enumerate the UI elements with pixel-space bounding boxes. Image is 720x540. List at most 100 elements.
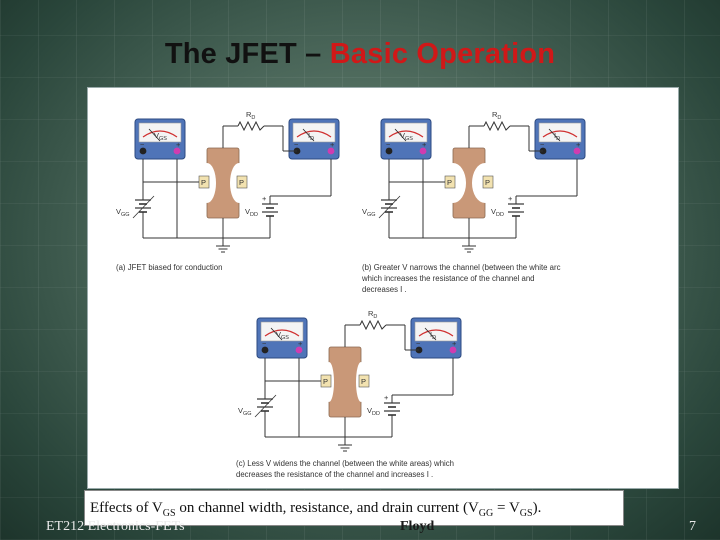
circuit-c-resistor-label: RD [368,309,377,320]
circuit-a-vgs-meter-terminal-pos [173,147,181,155]
circuit-a-id-meter-minus: − [294,140,299,149]
circuit-b-vdd-label: VDD [491,207,504,218]
caption-b-line-2: decreases I . [362,285,407,294]
circuit-c-resistor [359,319,387,331]
circuit-c-id-meter-label: ID [430,330,436,341]
circuit-b-vgs-meter-plus: + [422,140,427,149]
circuit-c-ground [338,444,352,452]
circuit-c-vgs-meter-scale [264,329,300,337]
footer-page-number: 7 [689,519,696,534]
circuit-c-id-meter-scale [418,329,454,337]
circuit-a-resistor-label: RD [246,110,255,121]
circuit-a-vgs-meter-plus: + [176,140,181,149]
circuit-c-vgs-meter-needle [270,327,283,341]
caption-sub2: GG [478,508,494,519]
circuit-b-vdd-battery [508,203,524,217]
circuit-a-jfet-gate-right [236,175,248,189]
circuit-b-vgg-label: VGG [362,207,376,218]
caption-b-line-0: (b) Greater V narrows the channel (betwe… [362,263,561,272]
circuit-c-id-meter-needle [424,327,437,341]
caption-c-line-1: decreases the resistance of the channel … [236,470,433,479]
circuit-b-id-meter-plus: + [576,140,581,149]
circuit-c-vgs-meter-face [260,321,304,342]
circuit-a-vgs-meter-face [138,122,182,143]
circuit-c-vgs-meter-label: VGS [276,330,289,341]
circuit-a-id-meter-needle [302,128,315,142]
circuit-a-id-meter-label: ID [308,131,314,142]
circuit-b-jfet-p-right: P [485,178,490,187]
circuit-a-vgg-label: VGG [116,207,130,218]
footer-author: Floyd [400,519,435,534]
circuit-a-vgs-meter-minus: − [140,140,145,149]
circuit-b-jfet-gate-right [482,175,494,189]
circuit-a-vgs-meter-label: VGS [154,131,167,142]
circuit-b-ground [462,245,476,253]
circuit-a-id-meter-terminal-pos [327,147,335,155]
caption-sub1: GS [162,508,176,519]
circuit-c-vdd-battery [384,402,400,416]
circuit-a-vgs-meter-terminal-neg [139,147,147,155]
circuit-b-id-meter-scale [542,130,578,138]
circuit-a-vgs-meter: VGS− + [134,118,186,160]
circuit-b-id-meter-needle [548,128,561,142]
circuit-c-id-meter-terminal-pos [449,346,457,354]
circuit-b-vgs-meter-face [384,122,428,143]
circuit-b-id-meter-minus: − [540,140,545,149]
caption-text2: on channel width, resistance, and drain … [175,500,479,516]
circuit-c-jfet-gate-right [358,374,370,388]
circuit-b-vgs-meter-terminal-neg [385,147,393,155]
circuit-a-jfet-p-right: P [239,178,244,187]
caption-b-line-1: which increases the resistance of the ch… [361,274,535,283]
circuit-a-id-meter-face [292,122,336,143]
circuit-a-id-meter-scale [296,130,332,138]
circuit-b-id-meter-label: ID [554,131,560,142]
circuit-b-id-meter-terminal-pos [573,147,581,155]
circuit-c-vgs-meter-terminal-neg [261,346,269,354]
circuit-c-id-meter-face [414,321,458,342]
circuit-c-jfet-p-left: P [323,377,328,386]
caption-text3: = V [493,500,520,516]
circuit-a-ground [216,245,230,253]
circuit-a-id-meter-terminal-neg [293,147,301,155]
circuit-c-jfet-p-right: P [361,377,366,386]
caption-text4: ). [532,500,542,516]
title-accent: Basic Operation [329,38,556,70]
circuit-c-vgs-meter-minus: − [262,339,267,348]
circuit-b-resistor-label: RD [492,110,501,121]
circuit-c-id-meter-plus: + [452,339,457,348]
circuit-c-vdd-plus: + [384,393,389,402]
circuit-c-vdd-label: VDD [367,406,380,417]
circuit-b-vgs-meter-needle [394,128,407,142]
circuit-a-id-meter: ID− + [288,118,340,160]
circuit-b-vdd-plus: + [508,194,513,203]
slide-title: The JFET – Basic Operation [0,38,720,71]
circuit-a-id-meter-plus: + [330,140,335,149]
circuit-b-vgs-meter-label: VGS [400,131,413,142]
footer-course: ET212 Electronics-FETs [46,519,185,534]
circuit-a-vgs-meter-needle [148,128,161,142]
circuit-b-id-meter: ID− + [534,118,586,160]
circuit-b-vgs-meter-terminal-pos [419,147,427,155]
circuit-a-vgs-meter-scale [142,130,178,138]
circuit-c-vgs-meter-terminal-pos [295,346,303,354]
circuit-c-vgs-meter: VGS−+ [256,317,308,359]
caption-text1: Effects of V [90,500,163,516]
circuit-c-id-meter-minus: − [416,339,421,348]
circuit-b-vgs-meter: VGS− + [380,118,432,160]
title-main: The JFET – [164,38,330,70]
circuit-c-vgg-label: VGG [238,406,252,417]
circuit-b-vgs-meter-scale [388,130,424,138]
caption-a: (a) JFET biased for conduction [116,263,222,272]
circuit-a-vgg-adjust-arrow [132,195,155,219]
circuit-b-vgs-meter-minus: − [386,140,391,149]
circuit-b-resistor [483,120,511,132]
circuit-a-vdd-battery [262,203,278,217]
circuit-b-jfet-p-left: P [447,178,452,187]
circuit-a-vdd-label: VDD [245,207,258,218]
circuit-c-vgg-adjust-arrow [254,394,277,418]
